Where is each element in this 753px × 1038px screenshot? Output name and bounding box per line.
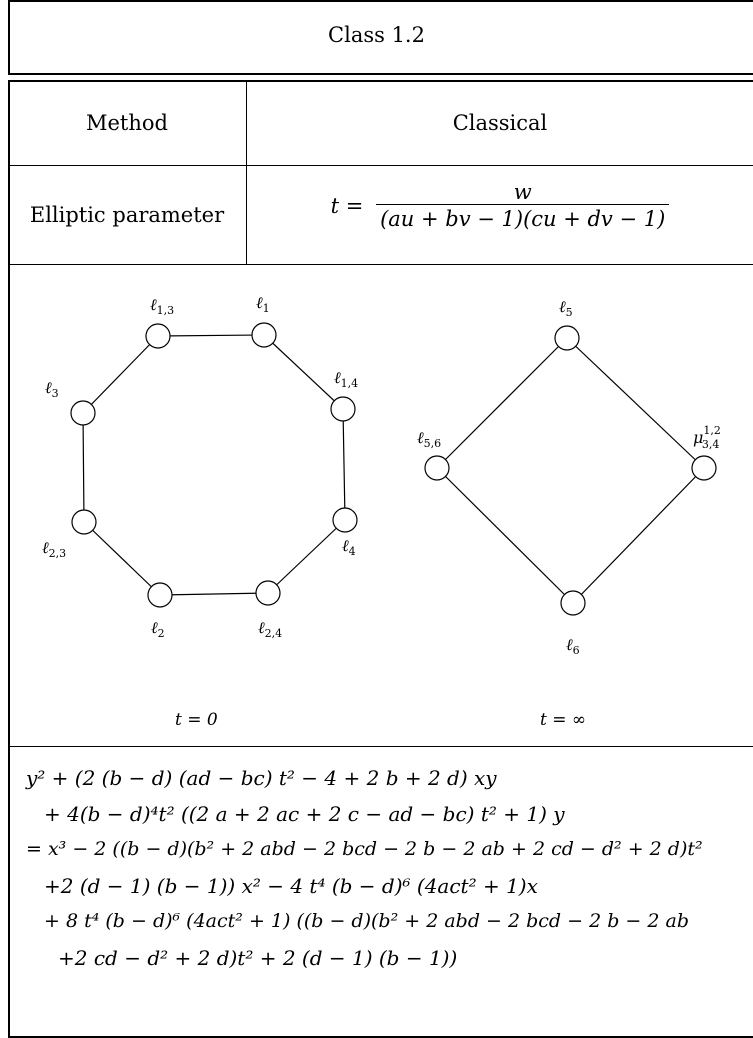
method-label: Method bbox=[86, 111, 168, 135]
node-l2 bbox=[147, 582, 173, 608]
main-table bbox=[8, 80, 753, 1038]
node-l24 bbox=[255, 580, 281, 606]
right-diamond-nodes bbox=[424, 325, 717, 616]
right-diamond-edges bbox=[436, 337, 705, 604]
equation-line-2: + 4(b − d)⁴t² ((2 a + 2 ac + 2 c − ad − … bbox=[44, 802, 565, 826]
node-l14 bbox=[330, 396, 356, 422]
param-fraction: w (au + bv − 1)(cu + dv − 1) bbox=[376, 180, 670, 231]
label-l56: ℓ5,6 bbox=[417, 428, 441, 450]
left-octagon-nodes bbox=[70, 322, 358, 608]
param-label: Elliptic parameter bbox=[29, 203, 225, 227]
param-lhs: t = bbox=[330, 193, 364, 218]
param-denominator: (au + bv − 1)(cu + dv − 1) bbox=[376, 204, 670, 231]
node-l13 bbox=[145, 323, 171, 349]
node-l6 bbox=[560, 590, 586, 616]
node-l4 bbox=[332, 507, 358, 533]
label-l2: ℓ2 bbox=[151, 618, 165, 640]
label-l6: ℓ6 bbox=[566, 635, 580, 657]
row-divider-3 bbox=[8, 746, 753, 747]
label-l5: ℓ5 bbox=[559, 297, 573, 319]
param-numerator: w bbox=[513, 180, 532, 204]
label-l3: ℓ3 bbox=[45, 378, 59, 400]
row-divider-2 bbox=[8, 264, 753, 265]
label-l24: ℓ2,4 bbox=[258, 618, 282, 640]
caption-left: t = 0 bbox=[175, 710, 218, 730]
label-l4: ℓ4 bbox=[342, 536, 356, 558]
label-l23: ℓ2,3 bbox=[42, 538, 66, 560]
label-l1: ℓ1 bbox=[256, 293, 270, 315]
title-box bbox=[8, 0, 753, 75]
equation-line-4: +2 (d − 1) (b − 1)) x² − 4 t⁴ (b − d)⁶ (… bbox=[44, 874, 538, 898]
label-l13: ℓ1,3 bbox=[150, 295, 174, 317]
node-l56 bbox=[424, 455, 450, 481]
label-l14: ℓ1,4 bbox=[334, 368, 358, 390]
table-title: Class 1.2 bbox=[328, 23, 425, 47]
method-value: Classical bbox=[452, 111, 548, 135]
left-octagon-edges bbox=[82, 334, 346, 596]
equation-line-1: y² + (2 (b − d) (ad − bc) t² − 4 + 2 b +… bbox=[26, 766, 497, 790]
node-l23 bbox=[71, 509, 97, 535]
node-l5 bbox=[554, 325, 580, 351]
equation-line-3: = x³ − 2 ((b − d)(b² + 2 abd − 2 bcd − 2… bbox=[26, 838, 703, 860]
node-l1 bbox=[251, 322, 277, 348]
equation-line-6: +2 cd − d² + 2 d)t² + 2 (d − 1) (b − 1)) bbox=[58, 946, 458, 970]
node-l3 bbox=[70, 400, 96, 426]
param-formula: t = w (au + bv − 1)(cu + dv − 1) bbox=[247, 180, 753, 231]
node-mu bbox=[691, 455, 717, 481]
column-divider bbox=[246, 80, 247, 264]
row-divider-1 bbox=[8, 165, 753, 166]
caption-right: t = ∞ bbox=[540, 710, 587, 730]
equation-line-5: + 8 t⁴ (b − d)⁶ (4act² + 1) ((b − d)(b² … bbox=[44, 910, 689, 932]
